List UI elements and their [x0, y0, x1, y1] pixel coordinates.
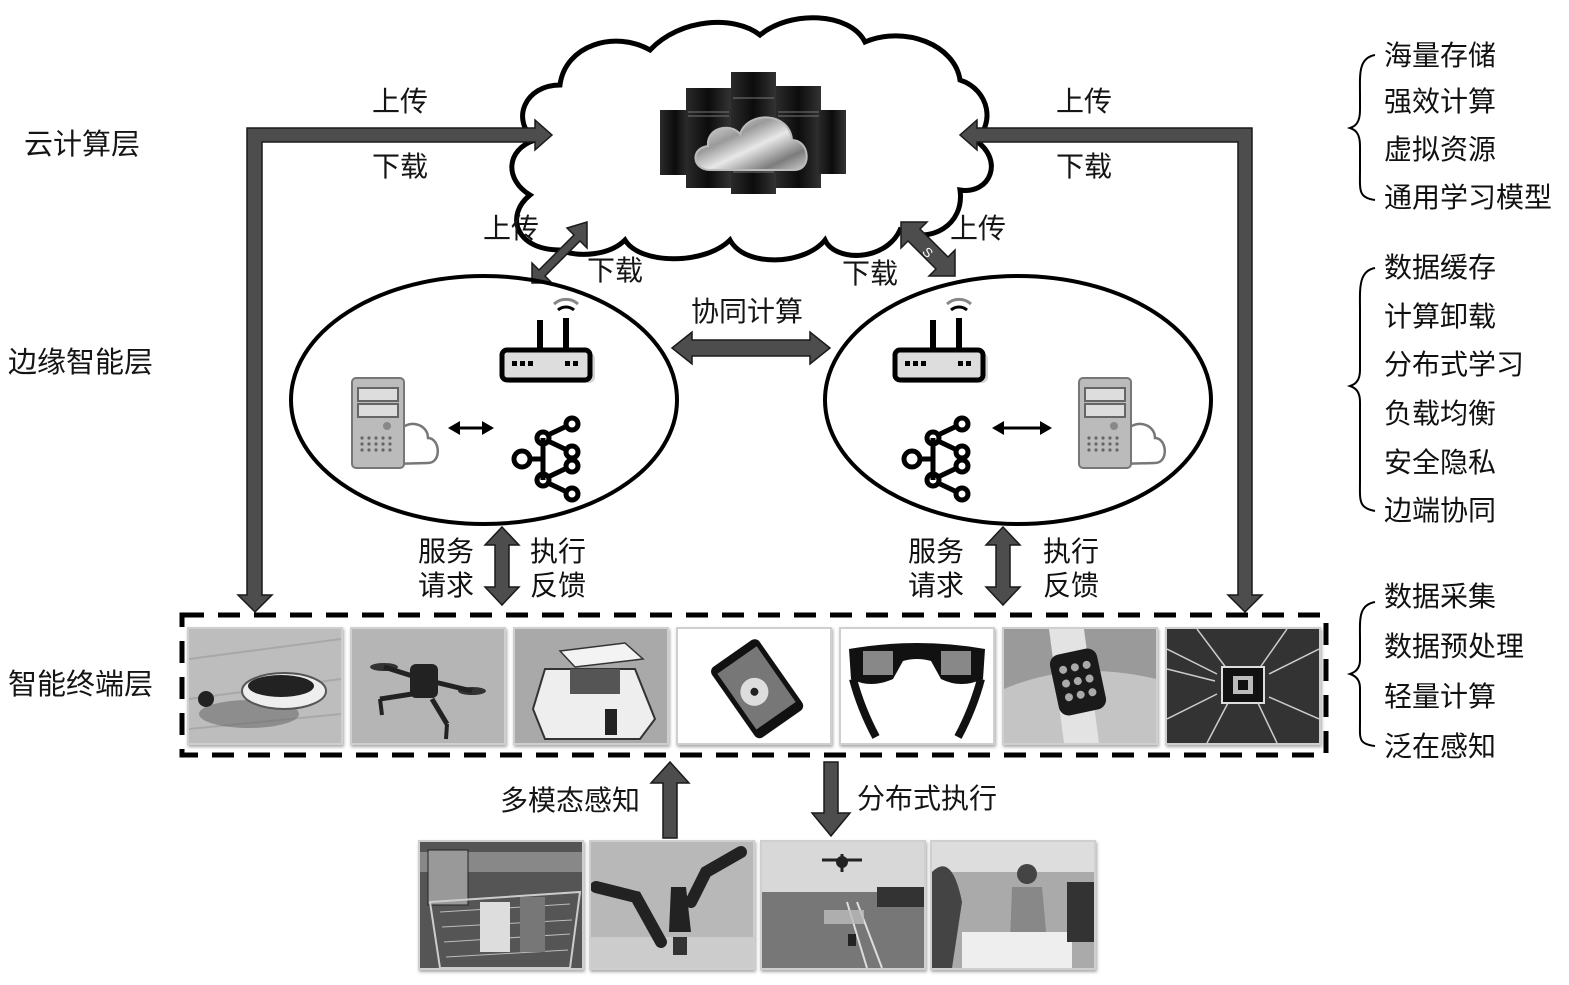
router-icon: [499, 297, 595, 383]
cloud-server-icon: [660, 72, 846, 194]
function-item: 计算卸载: [1384, 300, 1497, 333]
factory-worker-photo: [930, 840, 1096, 970]
upload-label: 上传: [483, 212, 540, 245]
function-item: 分布式学习: [1384, 348, 1525, 381]
left-cloud-terminal-arrow: [236, 118, 554, 614]
function-item: 数据缓存: [1384, 251, 1497, 284]
download-label: 下载: [587, 254, 644, 287]
network-graph-icon: [901, 415, 971, 503]
smartwatch-photo: [1002, 627, 1158, 745]
edge-server-icon: [1078, 377, 1166, 469]
service-request-label: 服务 请求: [418, 535, 475, 602]
edge-terminal-left-arrow: [483, 525, 521, 607]
execution-feedback-label: 执行 反馈: [530, 535, 587, 602]
chip-photo: [1165, 627, 1321, 745]
function-item: 强效计算: [1384, 85, 1497, 118]
function-item: 海量存储: [1384, 39, 1497, 72]
execution-feedback-label: 执行 反馈: [1043, 535, 1100, 602]
distributed-execution-label: 分布式执行: [857, 782, 998, 815]
smart-glasses-photo: [839, 627, 995, 745]
upload-label: 上传: [372, 85, 429, 118]
robot-vacuum-photo: [187, 627, 343, 745]
edge-terminal-right-arrow: [984, 525, 1022, 607]
edge-server-icon: [351, 377, 439, 469]
function-item: 数据预处理: [1384, 630, 1525, 663]
function-item: 安全隐私: [1384, 446, 1497, 479]
left-cloud-edge-arrow: [531, 220, 588, 284]
sensing-arrow: [649, 760, 691, 839]
function-item: 数据采集: [1384, 580, 1497, 613]
terminal-layer-box: [179, 612, 1329, 758]
mobile-robot-photo: [513, 627, 669, 745]
robot-arms-photo: [589, 840, 755, 970]
bidirectional-arrow-icon: [992, 421, 1052, 435]
download-label: 下载: [842, 257, 899, 290]
upload-label: 上传: [950, 212, 1007, 245]
right-cloud-terminal-arrow: [958, 118, 1264, 614]
function-item: 通用学习模型: [1384, 181, 1553, 214]
download-label: 下载: [1056, 150, 1113, 183]
collab-compute-label: 协同计算: [691, 295, 804, 328]
cloud-functions-brace: [1346, 54, 1376, 201]
edge-collab-arrow: [670, 330, 832, 366]
network-graph-icon: [511, 415, 581, 503]
execution-arrow: [810, 761, 852, 838]
function-item: 泛在感知: [1384, 730, 1497, 763]
terminal-functions-brace: [1346, 601, 1376, 747]
edge-node-left: [289, 274, 679, 526]
function-item: 负载均衡: [1384, 397, 1497, 430]
layer-label-cloud: 云计算层: [24, 127, 141, 161]
drone-photo: [350, 627, 506, 745]
bidirectional-arrow-icon: [448, 421, 494, 435]
layer-label-edge: 边缘智能层: [8, 345, 154, 379]
function-item: 边端协同: [1384, 494, 1497, 527]
download-label: 下载: [372, 150, 429, 183]
service-request-label: 服务 请求: [908, 535, 965, 602]
farm-drone-photo: [760, 840, 926, 970]
smartphone-photo: [676, 627, 832, 745]
upload-label: 上传: [1056, 85, 1113, 118]
function-item: 轻量计算: [1384, 680, 1497, 713]
function-item: 虚拟资源: [1384, 133, 1497, 166]
router-icon: [892, 297, 988, 383]
edge-node-right: [823, 274, 1213, 526]
shopping-cart-photo: [418, 840, 584, 970]
multimodal-sensing-label: 多模态感知: [500, 784, 641, 817]
right-cloud-edge-arrow: S: [900, 221, 956, 277]
edge-functions-brace: [1346, 267, 1376, 512]
layer-label-terminal: 智能终端层: [8, 667, 154, 701]
